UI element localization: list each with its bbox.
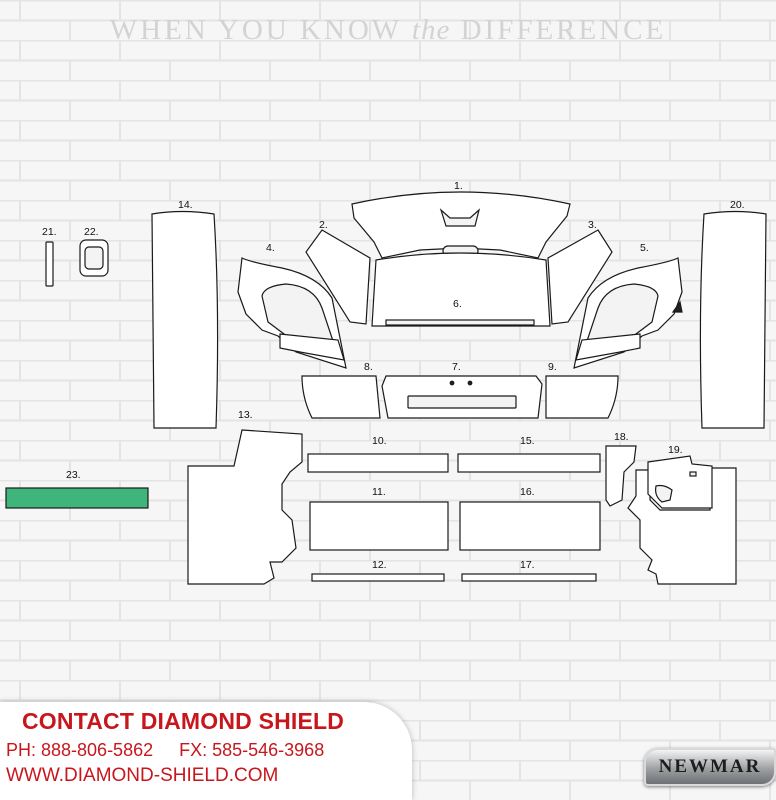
part-1[interactable] [351, 191, 571, 259]
part-18[interactable] [605, 445, 637, 507]
label-9: 9. [548, 361, 557, 373]
label-5: 5. [640, 242, 649, 254]
part-16[interactable] [459, 501, 601, 551]
tagline: WHEN YOU KNOW the DIFFERENCE [0, 14, 776, 47]
part-8[interactable] [301, 375, 381, 419]
label-17: 17. [520, 559, 535, 571]
label-1: 1. [454, 180, 463, 192]
part-6[interactable] [371, 252, 551, 327]
part-2[interactable] [305, 229, 371, 325]
label-14: 14. [178, 199, 193, 211]
part-12[interactable] [311, 573, 445, 582]
contact-title: CONTACT DIAMOND SHIELD [22, 708, 345, 734]
tagline-italic: the [411, 14, 451, 46]
label-22: 22. [84, 226, 99, 238]
fax-number: FX: 585-546-3968 [179, 740, 325, 760]
part-22[interactable] [79, 239, 109, 277]
label-15: 15. [520, 435, 535, 447]
part-13[interactable] [187, 429, 303, 585]
contact-card: CONTACT DIAMOND SHIELD PH: 888-806-5862 F… [0, 702, 412, 800]
label-18: 18. [614, 431, 629, 443]
newmar-logo: NEWMAR [644, 748, 776, 786]
newmar-logo-text: NEWMAR [658, 756, 762, 777]
label-4: 4. [266, 242, 275, 254]
label-21: 21. [42, 226, 57, 238]
label-20: 20. [730, 199, 745, 211]
part-5[interactable] [573, 257, 683, 369]
part-23[interactable] [5, 487, 149, 509]
label-6: 6. [453, 298, 462, 310]
part-9[interactable] [545, 375, 619, 419]
part-3[interactable] [547, 229, 613, 325]
part-21[interactable] [45, 241, 54, 287]
part-20[interactable] [699, 210, 767, 429]
part-11[interactable] [309, 501, 449, 551]
part-4[interactable] [237, 257, 347, 369]
part-17[interactable] [461, 573, 597, 582]
label-19: 19. [668, 444, 683, 456]
label-12: 12. [372, 559, 387, 571]
label-7: 7. [452, 361, 461, 373]
part-15[interactable] [457, 453, 601, 473]
label-10: 10. [372, 435, 387, 447]
part-19[interactable] [627, 455, 737, 585]
phone-number[interactable]: PH: 888-806-5862 [6, 740, 154, 760]
part-7[interactable] [381, 375, 543, 419]
tagline-part1: WHEN YOU KNOW [109, 14, 412, 46]
label-11: 11. [372, 486, 386, 498]
label-16: 16. [520, 486, 535, 498]
label-13: 13. [238, 409, 253, 421]
label-8: 8. [364, 361, 373, 373]
label-23: 23. [66, 469, 81, 481]
label-3: 3. [588, 219, 597, 231]
part-10[interactable] [307, 453, 449, 473]
website-link[interactable]: WWW.DIAMOND-SHIELD.COM [6, 765, 279, 786]
tagline-part2: DIFFERENCE [450, 14, 667, 46]
part-14[interactable] [151, 210, 219, 429]
contact-phones: PH: 888-806-5862 FX: 585-546-3968 [6, 740, 324, 761]
label-2: 2. [319, 219, 328, 231]
